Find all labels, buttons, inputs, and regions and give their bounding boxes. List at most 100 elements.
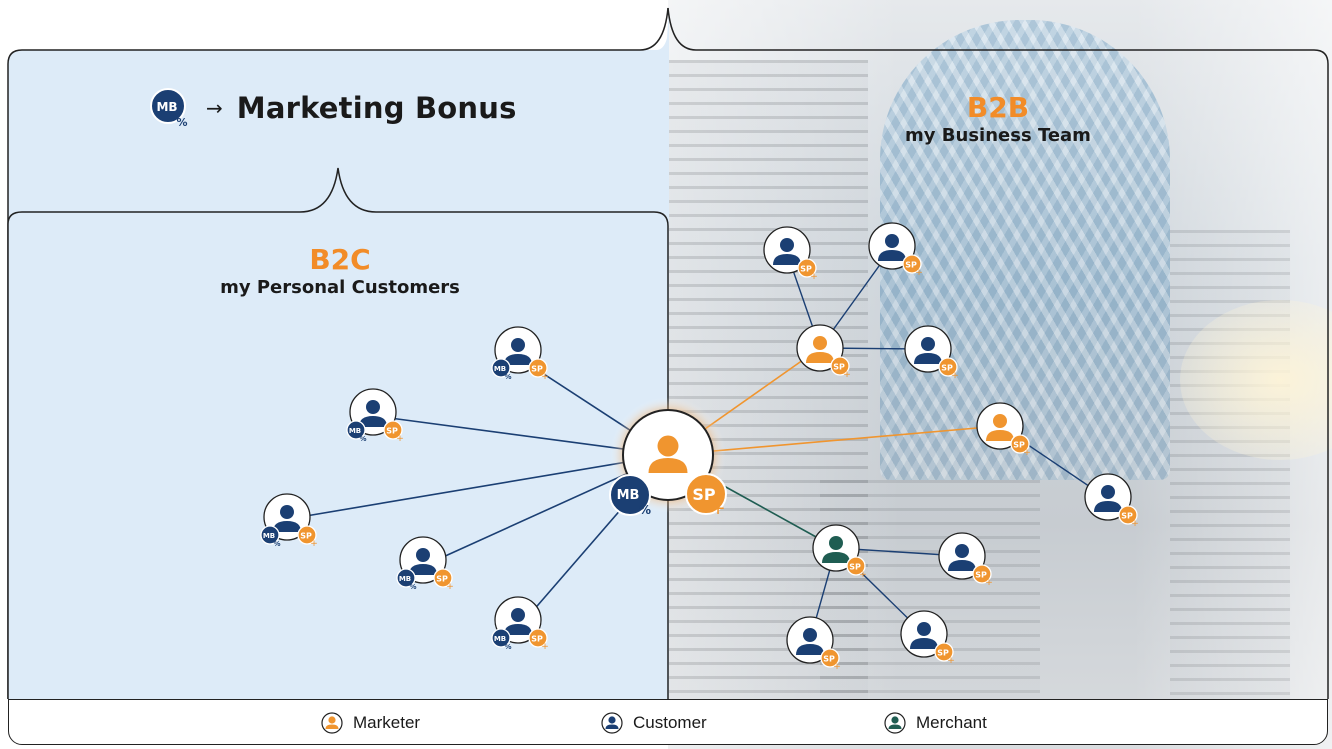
mb-percent: % — [273, 540, 280, 548]
sp-badge: SP+ — [972, 564, 993, 588]
mb-badge: MB% — [260, 525, 281, 548]
b2b-subtitle: my Business Team — [905, 125, 1091, 146]
sp-label: SP — [975, 571, 987, 580]
sp-label: SP — [386, 427, 398, 436]
central-mb-badge: MB % — [609, 474, 651, 517]
sp-plus: + — [859, 570, 867, 580]
sp-badge: SP+ — [902, 254, 923, 278]
mb-percent: % — [504, 643, 511, 651]
legend-item-merchant: Merchant — [884, 712, 987, 734]
customer-node[interactable]: SP+ — [900, 610, 955, 666]
sp-label: SP — [905, 261, 917, 270]
sp-badge: SP+ — [797, 258, 818, 282]
sp-label: SP — [849, 563, 861, 572]
svg-text:MB: MB — [156, 100, 177, 114]
mb-badge: MB% — [491, 358, 512, 381]
b2b-heading: B2B my Business Team — [838, 91, 1158, 147]
mb-panel-border — [7, 7, 669, 699]
marketing-bonus-title: Marketing Bonus — [236, 91, 517, 125]
customer-node[interactable]: SP+ — [763, 226, 818, 282]
sp-plus: + — [947, 656, 955, 666]
marketer-node[interactable]: SP+ — [796, 324, 851, 380]
mb-label: MB — [494, 635, 506, 643]
svg-text:+: + — [710, 498, 725, 519]
sp-badge: SP+ — [383, 420, 404, 444]
mb-label: MB — [263, 532, 275, 540]
sp-badge: SP+ — [830, 356, 851, 380]
customer-node[interactable]: SP+ MB% — [491, 326, 549, 382]
sp-plus: + — [833, 662, 841, 672]
merchant-icon — [884, 712, 906, 734]
sp-label: SP — [531, 365, 543, 374]
mb-percent: % — [504, 373, 511, 381]
sp-badge: SP+ — [297, 525, 318, 549]
sp-label: SP — [833, 363, 845, 372]
svg-text:MB: MB — [617, 488, 640, 503]
mb-percent: % — [409, 583, 416, 591]
tower-building — [880, 20, 1170, 480]
sp-label: SP — [436, 575, 448, 584]
b2c-subtitle: my Personal Customers — [220, 277, 460, 298]
sp-plus: + — [843, 370, 851, 380]
mb-badge: MB% — [346, 420, 367, 443]
sp-badge: SP+ — [820, 648, 841, 672]
customer-node[interactable]: SP+ MB% — [260, 493, 318, 549]
customer-node[interactable]: SP+ — [786, 616, 841, 672]
legend-label-merchant: Merchant — [916, 713, 987, 732]
sp-badge: SP+ — [1010, 434, 1031, 458]
sp-plus: + — [541, 642, 549, 652]
sp-plus: + — [1023, 448, 1031, 458]
mb-label: MB — [494, 365, 506, 373]
sp-badge: SP+ — [934, 642, 955, 666]
sp-badge: SP+ — [846, 556, 867, 580]
b2c-panel — [7, 167, 669, 699]
central-sp-badge: SP + — [685, 473, 727, 519]
customer-node[interactable]: SP+ — [868, 222, 923, 278]
marketer-node[interactable]: SP+ — [976, 402, 1031, 458]
sp-plus: + — [396, 434, 404, 444]
central-marketer[interactable]: MB % SP + — [609, 397, 727, 519]
merchant-node[interactable]: SP+ — [812, 524, 867, 580]
b2b-title: B2B — [966, 91, 1030, 124]
sp-plus: + — [951, 371, 959, 381]
mb-percent-icon: MB % — [150, 88, 188, 129]
sp-label: SP — [1013, 441, 1025, 450]
customer-node[interactable]: SP+ — [904, 325, 959, 381]
customer-node[interactable]: SP+ — [938, 532, 993, 588]
svg-text:SP: SP — [692, 485, 716, 504]
legend-item-customer: Customer — [601, 712, 707, 734]
sp-plus: + — [446, 582, 454, 592]
building-left — [668, 60, 868, 700]
customer-node[interactable]: SP+ MB% — [396, 536, 454, 592]
arrow-icon: → — [206, 96, 223, 120]
sp-plus: + — [985, 578, 993, 588]
sp-plus: + — [541, 372, 549, 382]
sp-label: SP — [1121, 512, 1133, 521]
legend-label-marketer: Marketer — [353, 713, 421, 732]
sun-glow — [1180, 300, 1332, 460]
sp-badge: SP+ — [528, 358, 549, 382]
sp-plus: + — [1131, 519, 1139, 529]
legend-label-customer: Customer — [633, 713, 707, 732]
customer-node[interactable]: SP+ — [1084, 473, 1139, 529]
mb-percent: % — [359, 435, 366, 443]
sp-badge: SP+ — [433, 568, 454, 592]
sp-label: SP — [300, 532, 312, 541]
sp-badge: SP+ — [1118, 505, 1139, 529]
sp-label: SP — [937, 649, 949, 658]
mb-label: MB — [399, 575, 411, 583]
svg-text:%: % — [639, 503, 651, 517]
sp-plus: + — [915, 268, 923, 278]
mb-badge: MB% — [491, 628, 512, 651]
sp-label: SP — [823, 655, 835, 664]
customer-node[interactable]: SP+ MB% — [491, 596, 549, 652]
marketing-bonus-header: MB % → Marketing Bonus — [148, 86, 517, 130]
sp-label: SP — [941, 364, 953, 373]
mb-label: MB — [349, 427, 361, 435]
sp-plus: + — [810, 272, 818, 282]
customer-node[interactable]: SP+ MB% — [346, 388, 404, 444]
sp-badge: SP+ — [528, 628, 549, 652]
sp-label: SP — [531, 635, 543, 644]
marketer-icon — [321, 712, 343, 734]
